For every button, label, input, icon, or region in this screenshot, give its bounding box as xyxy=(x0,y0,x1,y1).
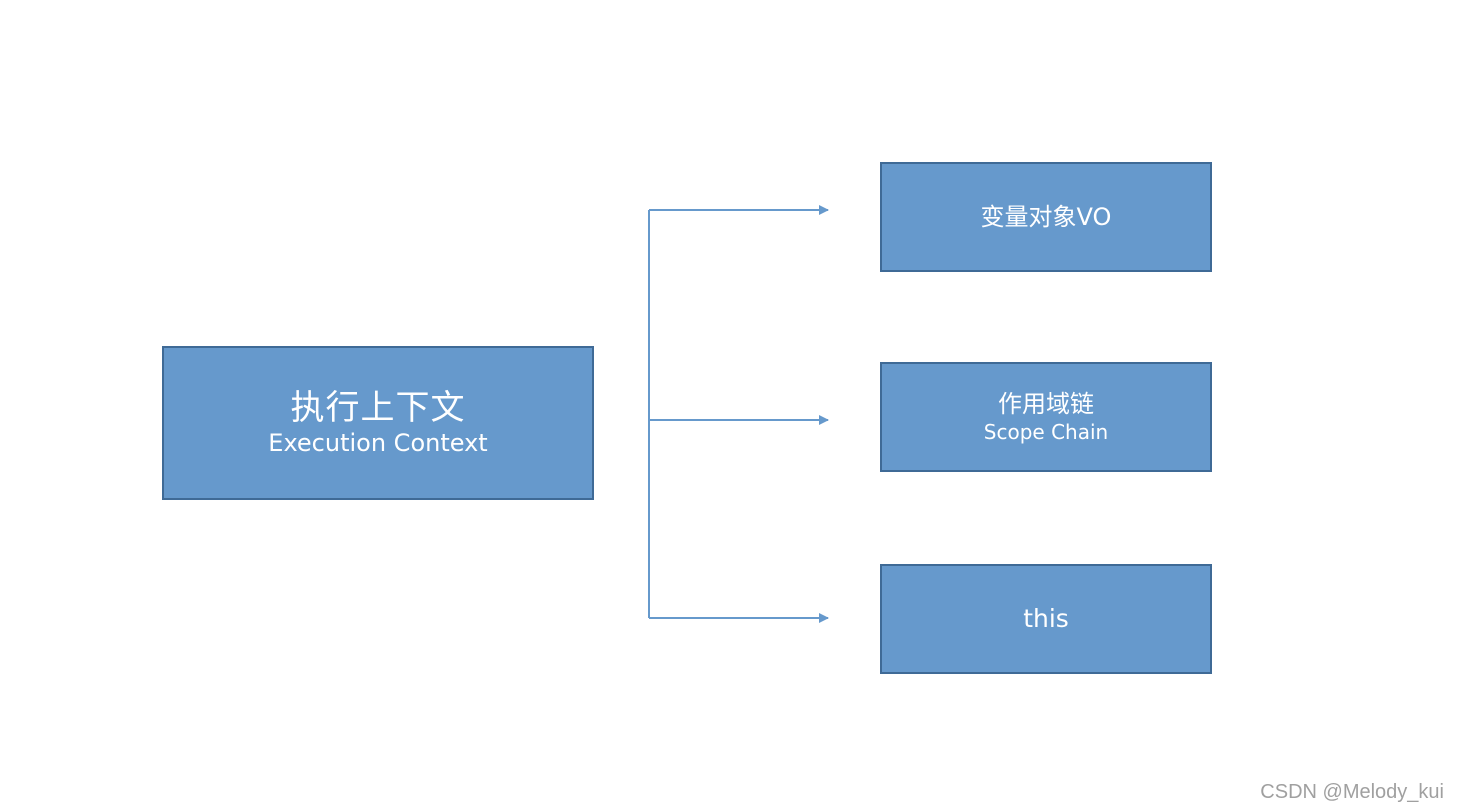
variable-object-node: 变量对象VO xyxy=(880,162,1212,272)
variable-object-label: 变量对象VO xyxy=(980,203,1112,231)
this-node: this xyxy=(880,564,1212,674)
scope-chain-label-en: Scope Chain xyxy=(983,420,1109,444)
this-label: this xyxy=(1023,604,1069,633)
execution-context-label-cn: 执行上下文 xyxy=(290,388,466,428)
execution-context-label-en: Execution Context xyxy=(268,429,488,457)
watermark-text: CSDN @Melody_kui xyxy=(1260,781,1444,803)
execution-context-node: 执行上下文 Execution Context xyxy=(162,346,594,500)
scope-chain-node: 作用域链 Scope Chain xyxy=(880,362,1212,472)
scope-chain-label-cn: 作用域链 xyxy=(998,390,1094,418)
